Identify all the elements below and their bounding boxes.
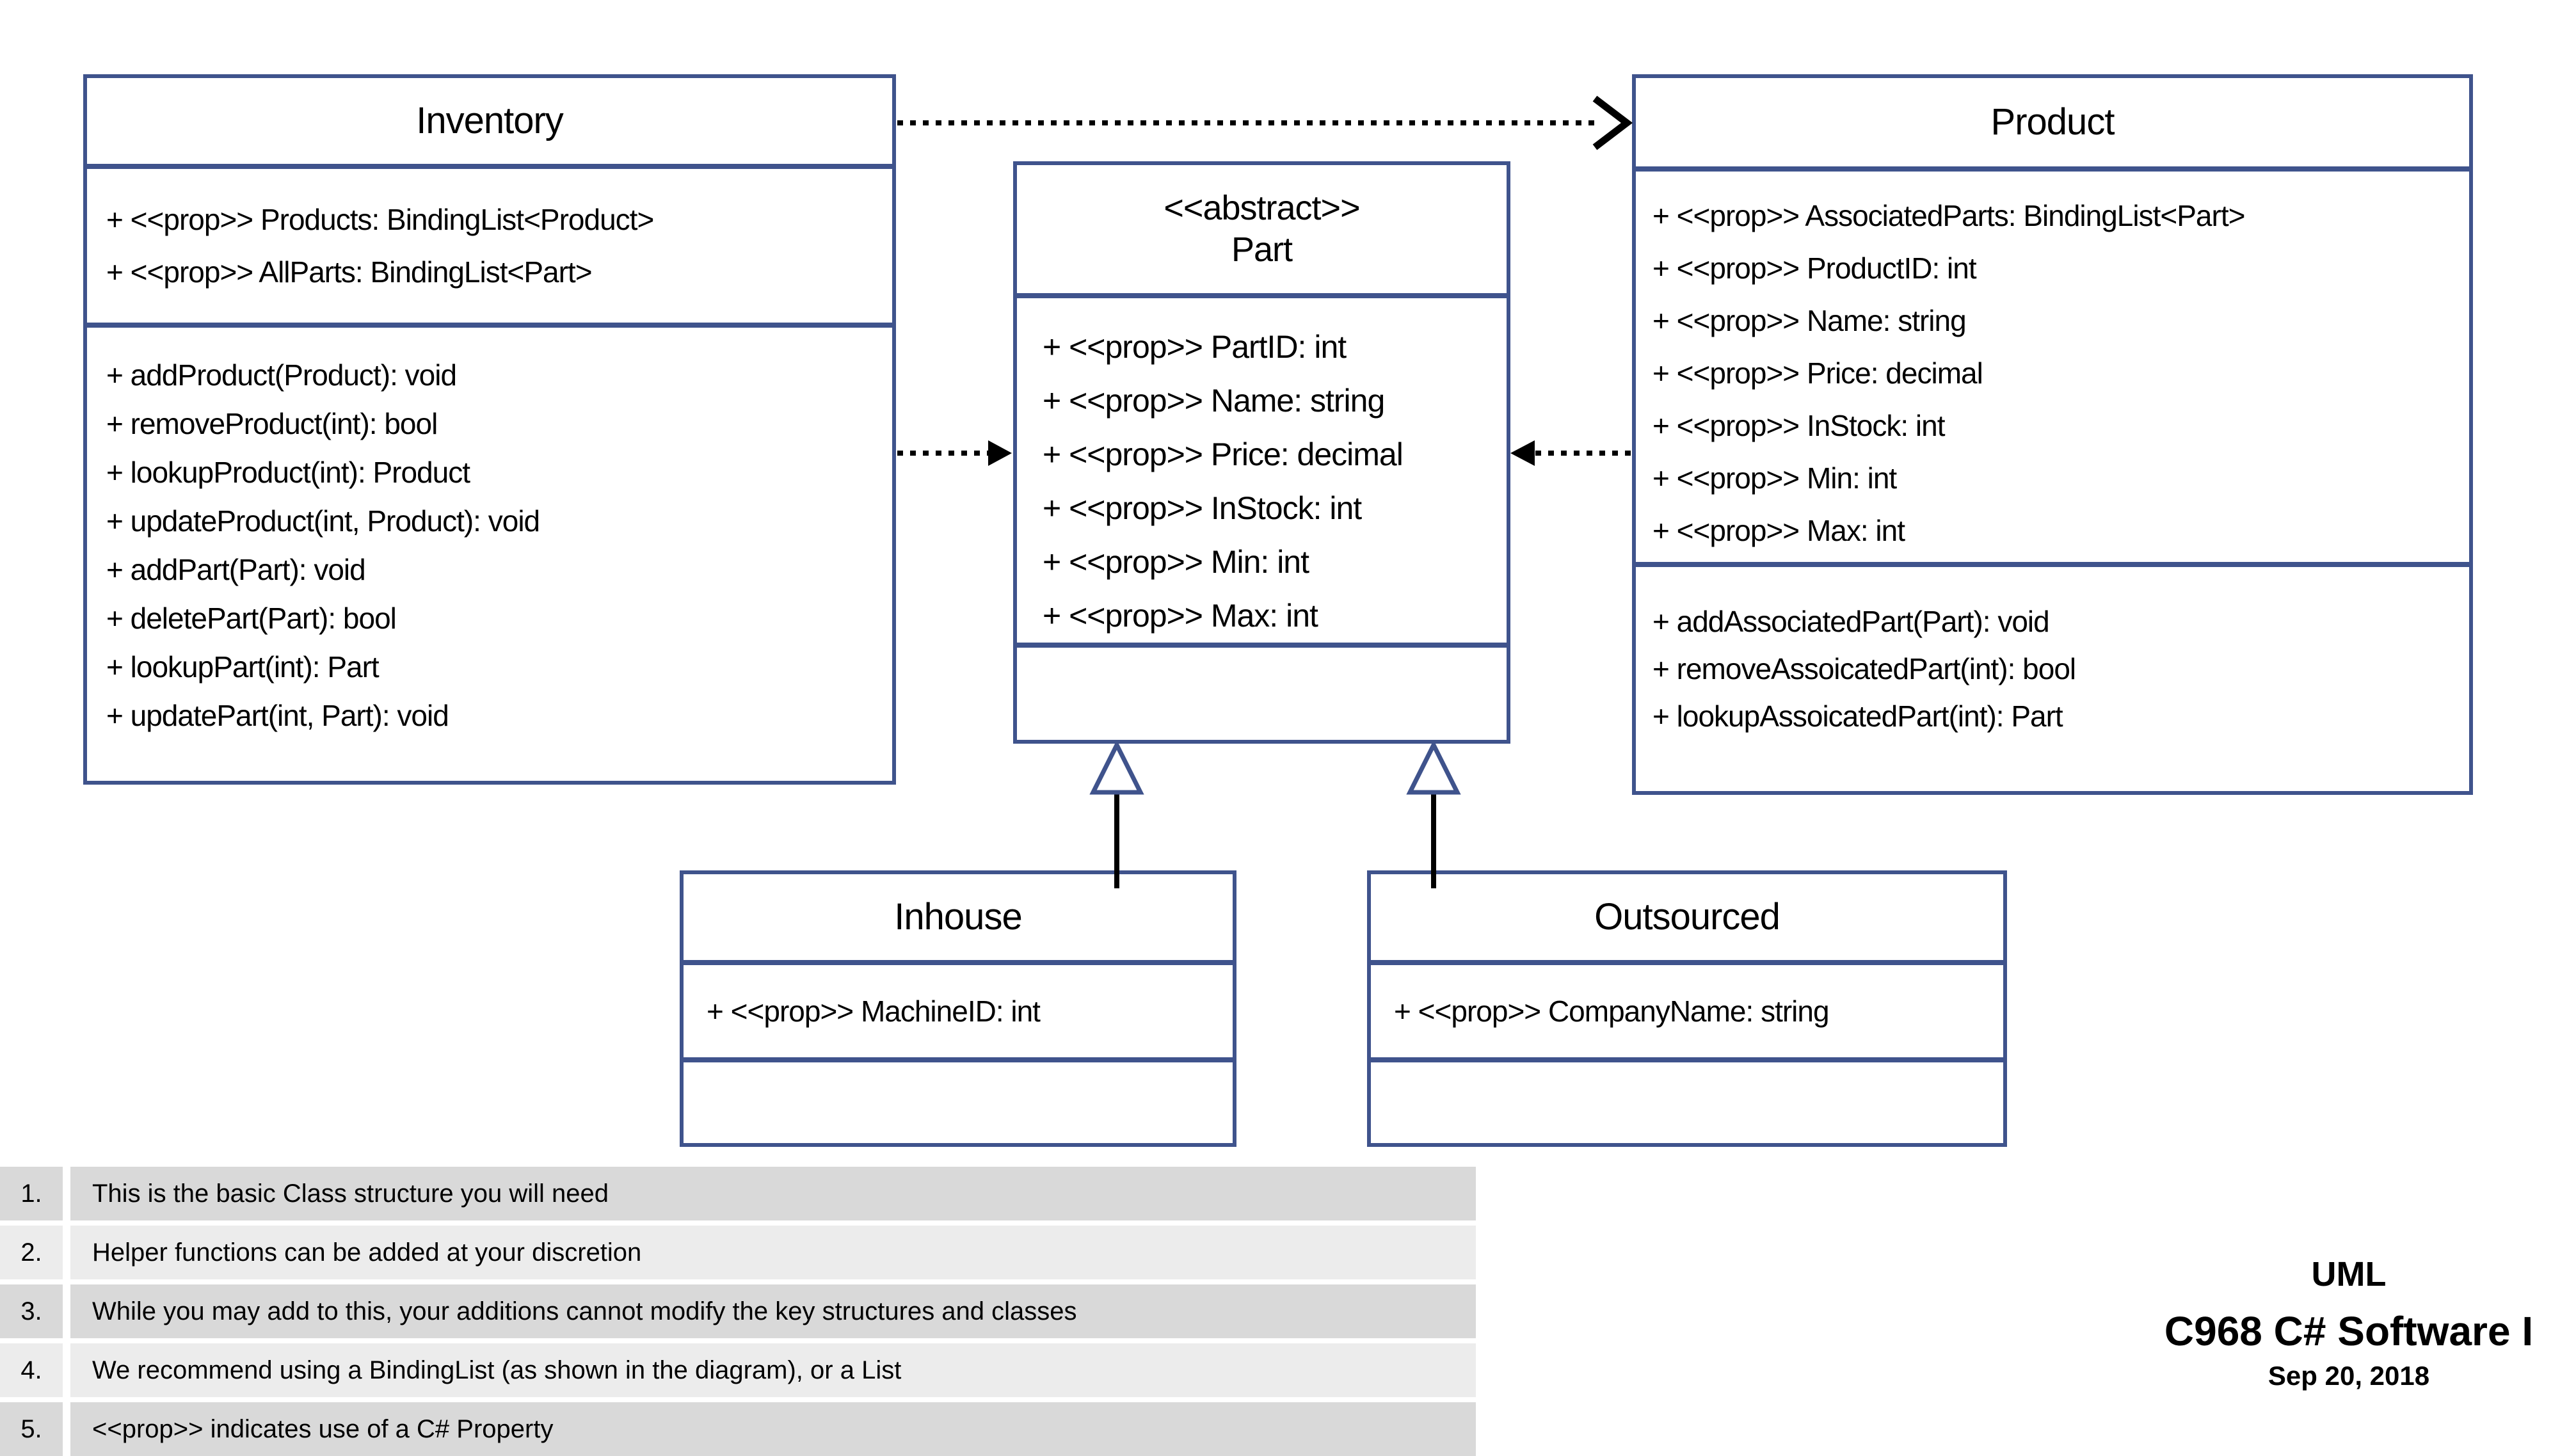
inheritance-connector-outsourced-part (1406, 740, 1461, 888)
solid-arrowhead-icon (988, 440, 1012, 466)
attribute-line: + <<prop>> Name: string (1043, 383, 1385, 419)
methods-section: + addAssociatedPart(Part): void + remove… (1636, 562, 2469, 791)
class-title: Outsourced (1594, 896, 1780, 938)
method-line: + updatePart(int, Part): void (106, 699, 449, 732)
method-line: + deletePart(Part): bool (106, 602, 397, 635)
attributes-section: + <<prop>> AssociatedParts: BindingList<… (1636, 166, 2469, 562)
open-arrowhead-icon (1592, 95, 1633, 150)
note-text: While you may add to this, your addition… (70, 1284, 1476, 1338)
method-line: + addProduct(Product): void (106, 358, 457, 392)
class-title: Inventory (416, 100, 564, 142)
solid-arrowhead-icon (1510, 440, 1535, 466)
footer-date: Sep 20, 2018 (2268, 1361, 2430, 1391)
note-text: <<prop>> indicates use of a C# Property (70, 1402, 1476, 1456)
attributes-section: + <<prop>> MachineID: int (684, 960, 1233, 1057)
note-number: 5. (0, 1402, 63, 1456)
attribute-line: + <<prop>> Price: decimal (1652, 356, 1983, 390)
method-line: + lookupPart(int): Part (106, 650, 380, 684)
footer-title: UML (2311, 1255, 2387, 1293)
class-box-inhouse: Inhouse + <<prop>> MachineID: int (680, 870, 1236, 1147)
note-row: 2. Helper functions can be added at your… (0, 1226, 1476, 1279)
attribute-line: + <<prop>> Max: int (1043, 598, 1318, 634)
attribute-line: + <<prop>> Max: int (1652, 514, 1905, 547)
method-line: + removeProduct(int): bool (106, 407, 438, 440)
class-box-outsourced: Outsourced + <<prop>> CompanyName: strin… (1367, 870, 2007, 1147)
note-row: 5. <<prop>> indicates use of a C# Proper… (0, 1402, 1476, 1456)
class-title: Inhouse (894, 896, 1022, 938)
methods-section-empty (1017, 643, 1507, 740)
dependency-arrow-inventory-part (897, 440, 1012, 466)
note-text: This is the basic Class structure you wi… (70, 1167, 1476, 1220)
attribute-line: + <<prop>> CompanyName: string (1394, 995, 1830, 1028)
method-line: + updateProduct(int, Product): void (106, 504, 540, 538)
dependency-arrow-product-part (1510, 440, 1631, 466)
attribute-line: + <<prop>> PartID: int (1043, 329, 1347, 365)
title-block: UML C968 C# Software I Sep 20, 2018 (2099, 1253, 2560, 1394)
class-title: Product (1990, 101, 2115, 143)
footer-course: C968 C# Software I (2164, 1308, 2534, 1354)
attribute-line: + <<prop>> InStock: int (1043, 490, 1362, 526)
attribute-line: + <<prop>> AssociatedParts: BindingList<… (1652, 199, 2245, 232)
class-name: Part (1231, 230, 1293, 269)
note-number: 4. (0, 1343, 63, 1397)
method-line: + lookupAssoicatedPart(int): Part (1652, 700, 2063, 733)
attribute-line: + <<prop>> Price: decimal (1043, 436, 1404, 472)
methods-section-empty (684, 1057, 1233, 1143)
attributes-section: + <<prop>> CompanyName: string (1371, 960, 2003, 1057)
method-line: + addAssociatedPart(Part): void (1652, 605, 2050, 638)
class-box-product: Product + <<prop>> AssociatedParts: Bind… (1632, 74, 2473, 795)
attribute-line: + <<prop>> MachineID: int (707, 995, 1041, 1028)
dependency-arrow-inventory-product (897, 95, 1633, 150)
note-number: 3. (0, 1284, 63, 1338)
note-row: 1. This is the basic Class structure you… (0, 1167, 1476, 1220)
attribute-line: + <<prop>> InStock: int (1652, 409, 1946, 442)
note-row: 3. While you may add to this, your addit… (0, 1284, 1476, 1338)
attribute-line: + <<prop>> Name: string (1652, 304, 1967, 337)
method-line: + addPart(Part): void (106, 553, 366, 586)
class-title: <<abstract>> Part (1017, 165, 1507, 293)
inheritance-triangle-icon (1406, 740, 1461, 795)
methods-section: + addProduct(Product): void + removeProd… (87, 323, 892, 781)
method-line: + lookupProduct(int): Product (106, 456, 470, 489)
methods-section-empty (1371, 1057, 2003, 1143)
note-number: 1. (0, 1167, 63, 1220)
note-row: 4. We recommend using a BindingList (as … (0, 1343, 1476, 1397)
inheritance-connector-inhouse-part (1089, 740, 1144, 888)
attribute-line: + <<prop>> ProductID: int (1652, 252, 1977, 285)
note-text: We recommend using a BindingList (as sho… (70, 1343, 1476, 1397)
attribute-line: + <<prop>> Products: BindingList<Product… (106, 203, 654, 236)
class-box-inventory: Inventory + <<prop>> Products: BindingLi… (83, 74, 896, 785)
note-number: 2. (0, 1226, 63, 1279)
class-stereotype: <<abstract>> (1164, 189, 1360, 228)
note-text: Helper functions can be added at your di… (70, 1226, 1476, 1279)
attribute-line: + <<prop>> Min: int (1043, 544, 1309, 580)
attribute-line: + <<prop>> AllParts: BindingList<Part> (106, 255, 593, 289)
inheritance-triangle-icon (1089, 740, 1144, 795)
class-box-part: <<abstract>> Part + <<prop>> PartID: int… (1013, 161, 1510, 744)
method-line: + removeAssoicatedPart(int): bool (1652, 652, 2076, 685)
attribute-line: + <<prop>> Min: int (1652, 461, 1897, 495)
attributes-section: + <<prop>> PartID: int + <<prop>> Name: … (1017, 293, 1507, 643)
attributes-section: + <<prop>> Products: BindingList<Product… (87, 164, 892, 323)
